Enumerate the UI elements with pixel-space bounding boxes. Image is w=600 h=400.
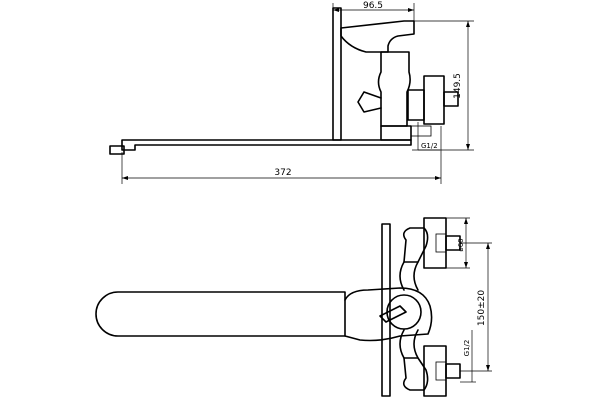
front-body [344,287,433,342]
front-handle-ring [386,294,422,330]
front-lower-nut-small [435,361,447,381]
dim-thread-front: G1/2 [463,340,471,357]
side-aerator [109,145,125,155]
side-view [109,7,459,155]
front-view [95,217,461,397]
dim-flange-diameter: ø60 [457,238,465,251]
side-flange [423,75,445,125]
front-lower-eccentric [399,329,419,359]
front-dimensions: ø60 150±20 G1/2 [446,217,492,383]
front-spout [95,291,346,337]
side-union-nut [407,89,425,121]
side-lower-fitting [410,125,432,137]
side-cartridge-body [377,51,411,127]
side-lower-body [380,125,412,141]
dim-thread-side: G1/2 [421,142,438,150]
side-dimensions: 96.5 149.5 372 G1/2 [121,1,474,184]
front-wall-plate [381,223,391,397]
side-diverter-knob [357,91,382,113]
front-lower-pipe [445,363,461,379]
front-lower-flange [423,345,447,397]
front-upper-nut-small [435,233,447,253]
dim-center-distance: 150±20 [477,290,487,326]
dim-mount-depth: 96.5 [363,1,383,11]
side-wall-plate [332,7,342,141]
front-handle-lever [379,305,407,323]
dim-height: 149.5 [453,73,463,99]
side-spout [121,139,412,151]
side-lever-handle [340,20,415,53]
front-upper-eccentric [399,261,419,291]
side-eccentric-pipe [443,91,459,107]
dim-spout-length: 372 [274,168,291,178]
